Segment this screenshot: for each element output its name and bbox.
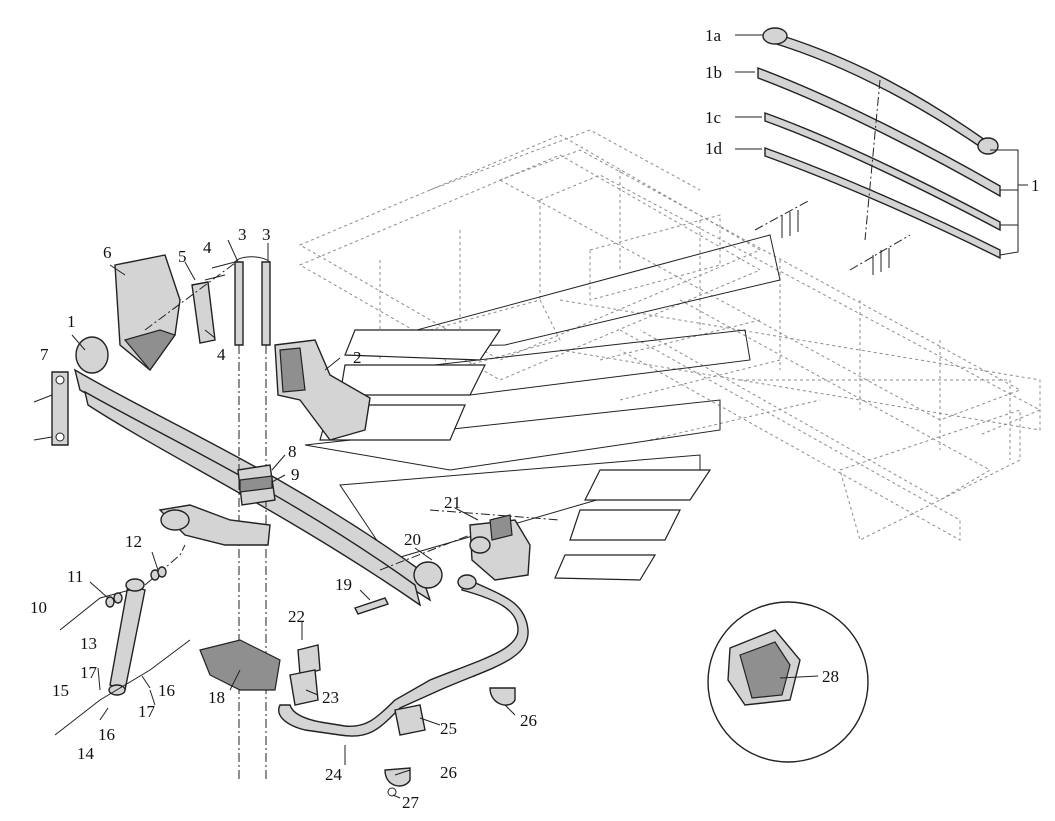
callout-1a: 1a <box>705 26 722 45</box>
callout-14: 14 <box>77 744 95 763</box>
callout-19: 19 <box>335 575 352 594</box>
axle-seat-lower <box>158 504 271 546</box>
shackle-bracket-plate <box>191 281 216 344</box>
spring-bracket <box>274 339 371 441</box>
callout-1d: 1d <box>705 139 723 158</box>
callout-18: 18 <box>208 688 225 707</box>
callout-1c: 1c <box>705 108 722 127</box>
bolt-4 <box>204 261 236 281</box>
callout-16b: 16 <box>158 681 175 700</box>
u-bolt-small-upper <box>781 210 799 238</box>
callout-20: 20 <box>404 530 421 549</box>
shock-absorber <box>54 544 191 736</box>
callout-13: 13 <box>80 634 97 653</box>
callout-12: 12 <box>125 532 142 551</box>
callout-22: 22 <box>288 607 305 626</box>
callout-15: 15 <box>52 681 69 700</box>
magnification-leaders <box>304 234 781 581</box>
callout-6: 6 <box>103 243 112 262</box>
callout-10: 10 <box>30 598 47 617</box>
callout-17a: 17 <box>80 663 98 682</box>
callout-3a: 3 <box>238 225 247 244</box>
callout-27: 27 <box>402 793 420 812</box>
callout-labels: 1 2 3 3 4 4 5 6 7 8 9 10 11 12 13 14 15 … <box>30 225 839 812</box>
bolt-axis-4 <box>144 262 236 331</box>
callout-26a: 26 <box>520 711 537 730</box>
detail-circle-bump-stop <box>707 601 869 763</box>
front-hanger-bracket <box>114 254 181 372</box>
shackle-plate <box>33 371 69 446</box>
callout-4a: 4 <box>203 238 212 257</box>
callout-24: 24 <box>325 765 343 784</box>
callout-16a: 16 <box>98 725 115 744</box>
callout-1: 1 <box>67 312 76 331</box>
u-bolt-small-lower <box>872 248 890 275</box>
u-bolts <box>234 256 271 780</box>
callout-3b: 3 <box>262 225 271 244</box>
leaf-spring-blades: 1a 1b 1c 1d 1 <box>705 26 1040 275</box>
callout-4b: 4 <box>217 345 226 364</box>
callout-8: 8 <box>288 442 297 461</box>
callout-leaders <box>71 239 516 799</box>
stabilizer-bushing <box>394 704 426 736</box>
callout-26b: 26 <box>440 763 457 782</box>
callout-5: 5 <box>178 247 187 266</box>
callout-7: 7 <box>40 345 49 364</box>
callout-1-right: 1 <box>1031 176 1040 195</box>
stabilizer-bar <box>278 574 529 737</box>
callout-17b: 17 <box>138 702 156 721</box>
washers <box>105 566 167 608</box>
spring-pin <box>354 597 389 615</box>
callout-1b: 1b <box>705 63 722 82</box>
callout-25: 25 <box>440 719 457 738</box>
stabilizer-links <box>289 644 321 706</box>
callout-11: 11 <box>67 567 83 586</box>
rear-bracket <box>379 509 561 581</box>
bottom-bracket-plate <box>199 639 281 691</box>
callout-2: 2 <box>353 348 362 367</box>
callout-21: 21 <box>444 493 461 512</box>
callout-9: 9 <box>291 465 300 484</box>
callout-28: 28 <box>822 667 839 686</box>
callout-23: 23 <box>322 688 339 707</box>
center-clamp-plate <box>237 464 276 506</box>
